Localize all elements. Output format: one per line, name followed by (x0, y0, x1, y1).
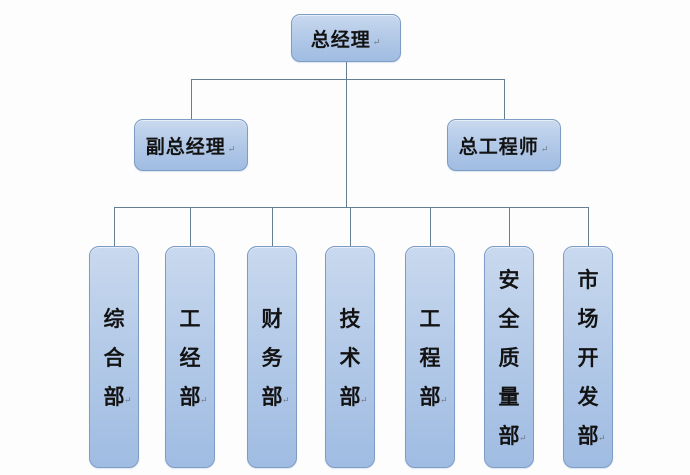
connector-deputy-drop (191, 79, 192, 119)
paragraph-mark: ↵ (598, 433, 606, 443)
paragraph-mark: ↵ (360, 395, 368, 405)
box-dept-finance: 财务部 ↵ (247, 246, 297, 468)
box-dept-engineering-economics: 工经部 ↵ (165, 246, 215, 468)
deputy-general-manager-label: 副总经理 (145, 136, 226, 158)
box-dept-technology: 技术部 ↵ (325, 246, 375, 468)
box-chief-engineer: 总工程师↵ (447, 119, 561, 171)
box-general-manager: 总经理↵ (291, 14, 401, 62)
dept-label-5: 工程部 (419, 307, 441, 409)
connector-trunk (346, 79, 347, 207)
connector-dept-horizontal (114, 207, 589, 208)
paragraph-mark: ↵ (124, 395, 132, 405)
connector-dept-drop-4 (350, 207, 351, 246)
paragraph-mark: ↵ (540, 143, 550, 154)
paragraph-mark: ↵ (372, 36, 382, 47)
paragraph-mark: ↵ (519, 433, 527, 443)
dept-label-1: 综合部 (103, 307, 125, 409)
connector-dept-drop-5 (430, 207, 431, 246)
box-dept-safety-quality: 安全质量部 ↵ (484, 246, 534, 468)
connector-chief-drop (504, 79, 505, 119)
chief-engineer-label: 总工程师 (458, 136, 539, 158)
paragraph-mark: ↵ (227, 143, 237, 154)
connector-dept-drop-1 (114, 207, 115, 246)
connector-dept-drop-6 (509, 207, 510, 246)
dept-label-4: 技术部 (339, 307, 361, 409)
box-dept-engineering: 工程部 ↵ (405, 246, 455, 468)
dept-label-7: 市场开发部 (577, 268, 599, 448)
box-dept-market-development: 市场开发部 ↵ (563, 246, 613, 468)
box-dept-general-affairs: 综合部 ↵ (89, 246, 139, 468)
dept-label-6: 安全质量部 (498, 268, 520, 448)
box-deputy-general-manager: 副总经理↵ (134, 119, 248, 171)
dept-label-2: 工经部 (179, 307, 201, 409)
connector-dept-drop-7 (588, 207, 589, 246)
connector-dept-drop-3 (272, 207, 273, 246)
paragraph-mark: ↵ (200, 395, 208, 405)
connector-root-down (346, 62, 347, 79)
dept-label-3: 财务部 (261, 307, 283, 409)
connector-dept-drop-2 (190, 207, 191, 246)
connector-level2-horizontal (191, 79, 505, 80)
paragraph-mark: ↵ (282, 395, 290, 405)
paragraph-mark: ↵ (440, 395, 448, 405)
general-manager-label: 总经理 (310, 29, 371, 51)
